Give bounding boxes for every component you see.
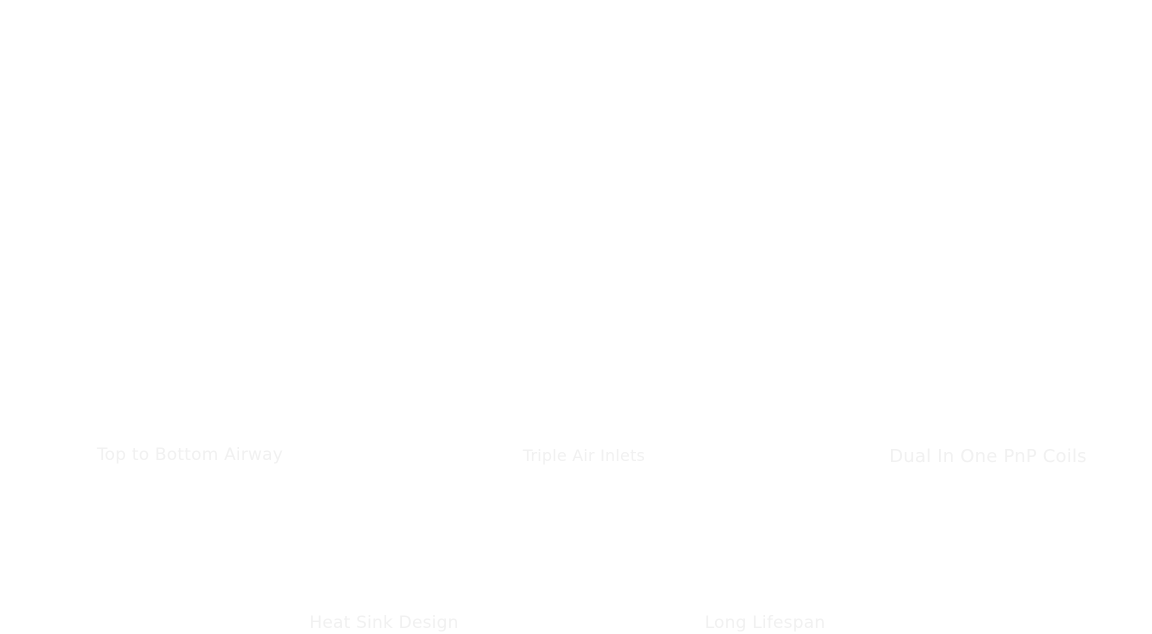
feature-image-placeholder bbox=[434, 0, 734, 445]
feature-card-heat-sink-design: Heat Sink Design bbox=[234, 480, 534, 634]
feature-image-placeholder bbox=[234, 480, 534, 612]
feature-label: Long Lifespan bbox=[704, 613, 826, 633]
feature-card-long-lifespan: Long Lifespan bbox=[615, 480, 915, 634]
feature-image-placeholder bbox=[838, 0, 1138, 446]
feature-label: Dual In One PnP Coils bbox=[889, 446, 1087, 467]
feature-label: Top to Bottom Airway bbox=[96, 445, 284, 465]
feature-card-dual-in-one-pnp-coils: Dual In One PnP Coils bbox=[838, 0, 1138, 468]
feature-label: Triple Air Inlets bbox=[522, 446, 646, 465]
feature-image-placeholder bbox=[40, 0, 340, 444]
feature-image-placeholder bbox=[615, 480, 915, 612]
feature-label: Heat Sink Design bbox=[309, 613, 459, 633]
feature-card-triple-air-inlets: Triple Air Inlets bbox=[434, 0, 734, 467]
feature-card-top-to-bottom-airway: Top to Bottom Airway bbox=[40, 0, 340, 466]
